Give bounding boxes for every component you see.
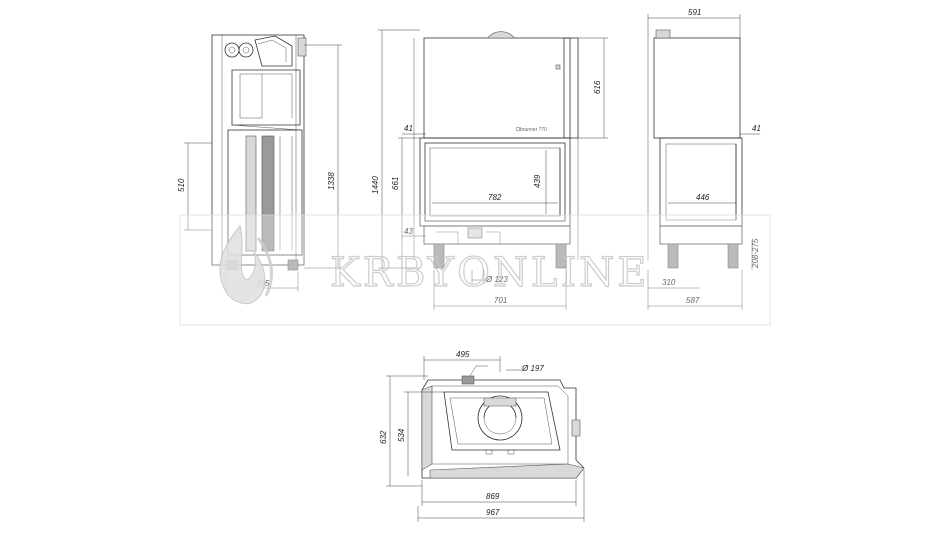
dim-side-firebox-height: 510 — [177, 178, 186, 192]
dim-top-offset: 495 — [456, 350, 470, 359]
side-view: 365 510 1338 — [177, 34, 342, 292]
front-view: brunner 770 782 439 616 1440 — [371, 29, 608, 310]
dim-right-leg-height: 208-275 — [751, 238, 760, 269]
dim-right-glass-width: 446 — [696, 193, 710, 202]
dim-top-width-inner: 869 — [486, 492, 500, 501]
dim-front-left-gap: 41 — [404, 124, 413, 133]
dim-front-outlet: Ø 123 — [485, 275, 508, 284]
dim-top-width-outer: 967 — [486, 508, 500, 517]
right-view: 591 41 446 208-275 310 587 — [647, 8, 761, 310]
top-view: 495 Ø 197 632 534 869 967 — [379, 350, 585, 522]
dim-front-glass-width: 782 — [488, 193, 502, 202]
dim-right-base-width: 587 — [686, 296, 700, 305]
dim-right-total-width: 591 — [688, 8, 701, 17]
dim-top-depth-inner: 534 — [397, 428, 406, 442]
dim-right-gap: 41 — [752, 124, 761, 133]
dim-front-top-height: 616 — [593, 80, 602, 94]
watermark: KRBYONLINE — [179, 214, 771, 326]
dim-top-depth-outer: 632 — [379, 430, 388, 444]
dim-side-total-height: 1338 — [327, 172, 336, 190]
brand-plate: brunner 770 — [520, 127, 547, 133]
dim-front-total-height: 1440 — [371, 176, 380, 194]
dim-top-flue: Ø 197 — [521, 364, 544, 373]
flame-logo-icon — [219, 224, 273, 305]
dim-front-door-height: 661 — [391, 177, 400, 190]
dim-right-leg-offset: 310 — [662, 278, 676, 287]
dim-front-bottom: 43 — [404, 227, 413, 236]
dim-front-base-width: 701 — [494, 296, 507, 305]
dim-front-glass-height: 439 — [533, 174, 542, 188]
watermark-text: KRBYONLINE — [330, 250, 649, 296]
